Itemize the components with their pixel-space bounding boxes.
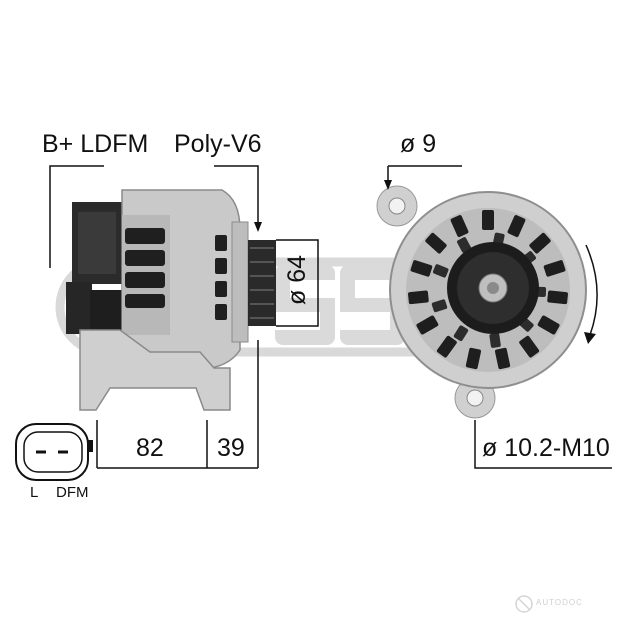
footer-watermark-text: AUTODOC xyxy=(536,598,583,607)
terminals-label: B+ LDFM xyxy=(42,130,149,158)
dimension-body-label: 82 xyxy=(136,434,164,462)
bolt-label: ø 10.2-M10 xyxy=(482,434,610,462)
pin-l-label: L xyxy=(30,484,39,501)
hole-diameter-label: ø 9 xyxy=(400,130,437,158)
pulley-diameter-label: ø 64 xyxy=(283,254,311,305)
pin-dfm-label: DFM xyxy=(56,484,89,501)
pulley-type-label: Poly-V6 xyxy=(174,130,262,158)
dimension-pulley-label: 39 xyxy=(217,434,245,462)
